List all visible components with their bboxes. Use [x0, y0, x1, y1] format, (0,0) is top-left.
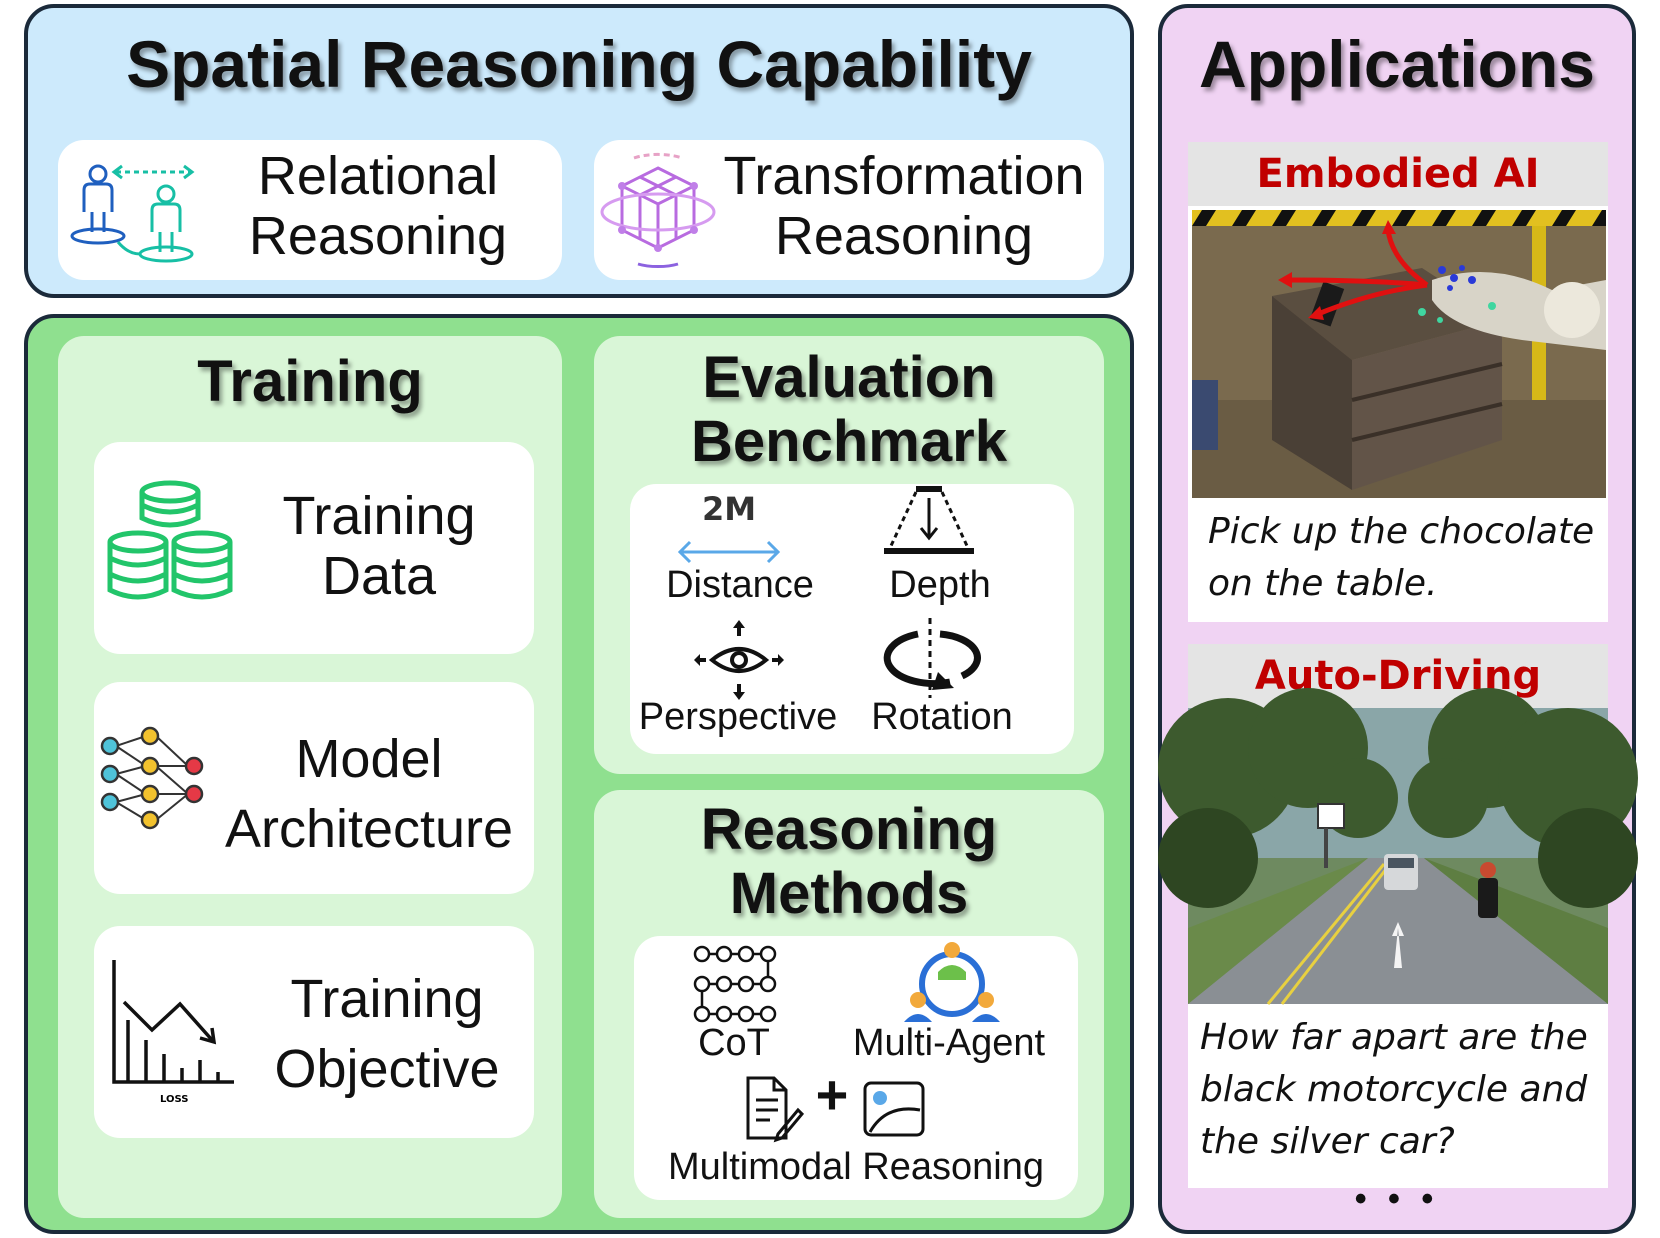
applications-title: Applications: [1198, 27, 1596, 101]
training-objective-card: LOSS Training Objective: [94, 926, 534, 1138]
reasoning-items-card: CoT Multi-Agent +: [634, 936, 1078, 1200]
plus-sign: +: [815, 1063, 849, 1126]
evaluation-panel: Evaluation Benchmark 2M Distance De: [594, 336, 1104, 774]
reasoning-title: Reasoning Methods: [700, 797, 998, 926]
embodied-ai-heading: Embodied AI: [1188, 142, 1608, 206]
rotation-icon: [883, 618, 981, 698]
training-title: Training: [197, 349, 423, 414]
reasoning-panel: Reasoning Methods CoT: [594, 790, 1104, 1218]
applications-panel: Applications Embodied AI: [1158, 4, 1638, 1234]
auto-driving-caption: How far apart are the black motorcycle a…: [1200, 1017, 1588, 1163]
methods-panel: Training Training Data: [24, 314, 1134, 1234]
multimodal-label: Multimodal Reasoning: [668, 1146, 1044, 1188]
training-data-label: Training Data: [282, 486, 476, 607]
embodied-ai-card: Embodied AI Pick up the ch: [1188, 142, 1608, 622]
more-ellipsis: • • •: [1354, 1180, 1440, 1218]
tree-lined-road-photo: [1158, 688, 1638, 1005]
evaluation-title: Evaluation Benchmark: [691, 345, 1007, 474]
training-objective-label: Training Objective: [274, 969, 500, 1100]
distance-arrow-icon: 2M: [677, 490, 781, 564]
transformation-label: Transformation Reasoning: [723, 146, 1085, 267]
relational-label: Relational Reasoning: [248, 146, 508, 267]
cot-label: CoT: [698, 1022, 770, 1064]
chain-grid-icon: [693, 945, 777, 1023]
distance-label: Distance: [666, 564, 814, 606]
model-architecture-label: Model Architecture: [224, 729, 514, 860]
embodied-ai-caption: Pick up the chocolate on the table.: [1208, 511, 1595, 605]
eye-arrows-icon: [694, 620, 784, 700]
transformation-reasoning-card: Transformation Reasoning: [594, 140, 1104, 280]
capability-panel: Spatial Reasoning Capability Relational …: [24, 4, 1134, 298]
image-icon: [863, 1081, 925, 1137]
training-data-card: Training Data: [94, 442, 534, 654]
model-architecture-card: Model Architecture: [94, 682, 534, 894]
capability-title: Spatial Reasoning Capability: [126, 27, 1032, 101]
perspective-label: Perspective: [638, 696, 838, 738]
auto-driving-heading: Auto-Driving: [1188, 644, 1608, 708]
loss-caption: LOSS: [160, 1094, 188, 1105]
depth-label: Depth: [889, 564, 991, 606]
agents-circle-icon: [904, 942, 1000, 1022]
training-panel: Training Training Data: [58, 336, 562, 1218]
distance-caption: 2M: [702, 490, 756, 528]
rotating-cube-icon: [600, 152, 716, 269]
document-icon: [746, 1076, 805, 1143]
network-graph-icon: [100, 726, 204, 830]
evaluation-items-card: 2M Distance Depth: [630, 484, 1074, 754]
people-distance-icon: [70, 164, 195, 263]
auto-driving-card: Auto-Driving How far apart are the black…: [1158, 644, 1638, 1188]
depth-icon: [884, 486, 974, 554]
relational-reasoning-card: Relational Reasoning: [58, 140, 562, 280]
loss-chart-icon: LOSS: [112, 960, 234, 1105]
multi-agent-label: Multi-Agent: [852, 1022, 1046, 1064]
robot-arm-table-photo: [1192, 210, 1606, 498]
database-stack-icon: [107, 480, 233, 600]
rotation-label: Rotation: [871, 696, 1013, 738]
